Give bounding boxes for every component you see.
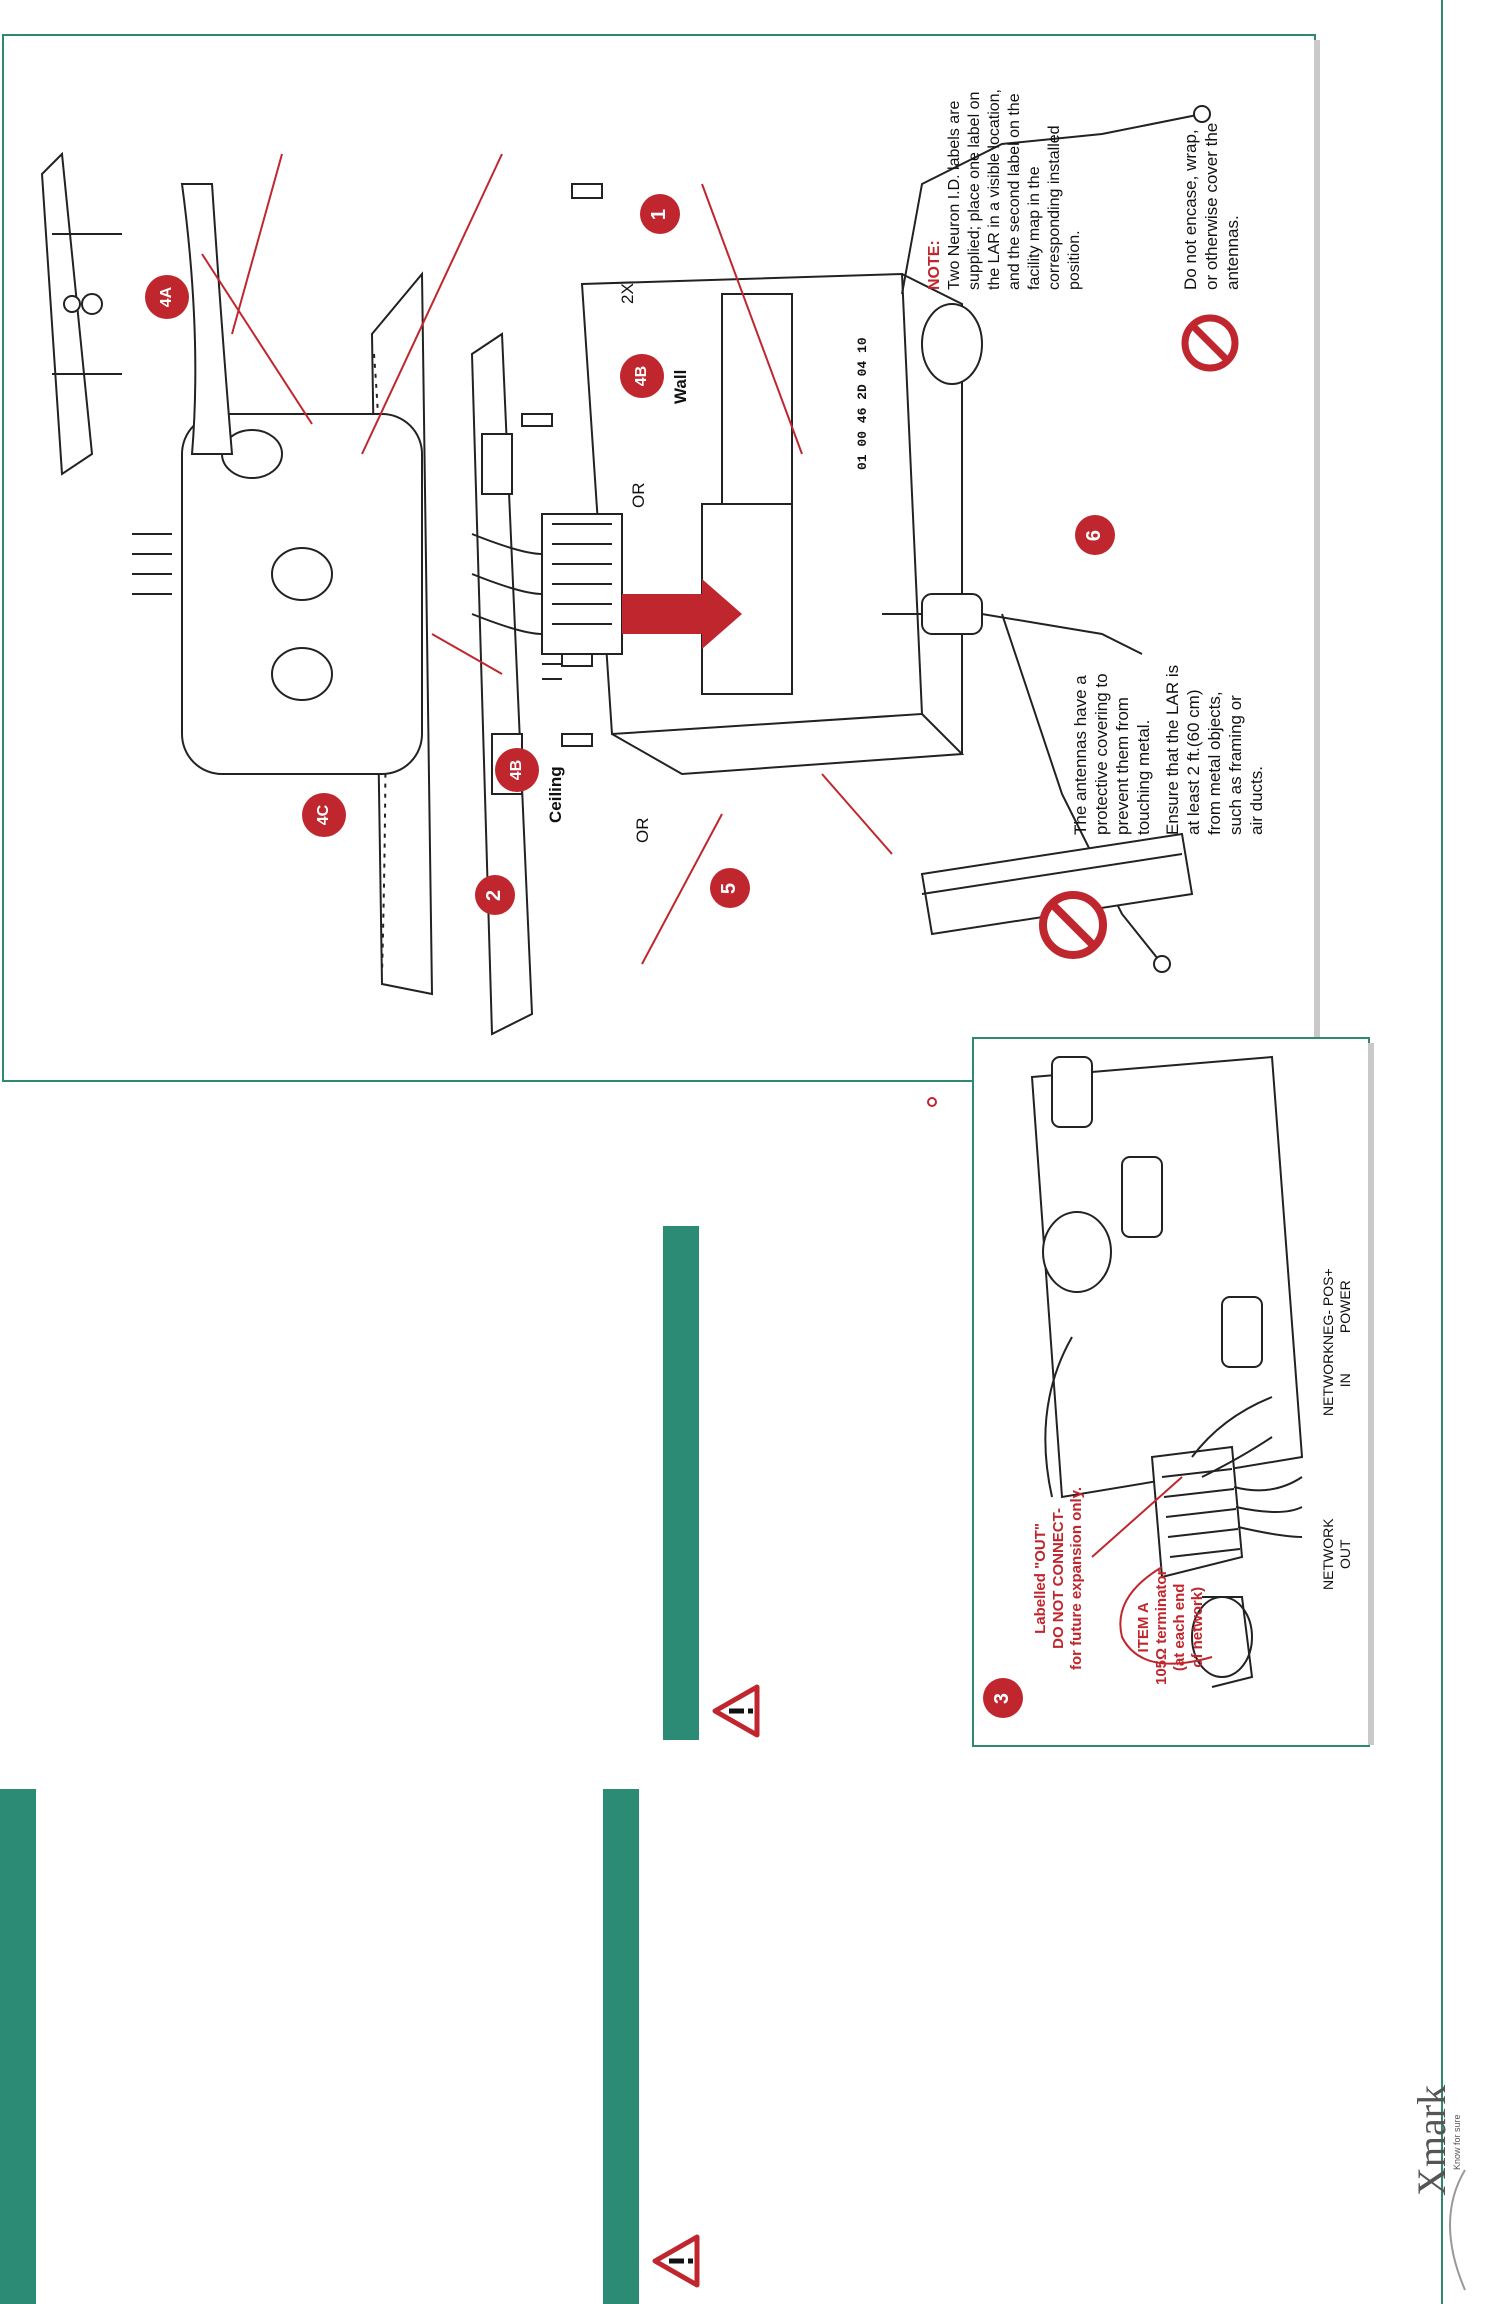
- callout-badge-4a: 4A: [145, 275, 189, 319]
- distance-warning-text: Ensure that the LAR is at least 2 ft.(60…: [1162, 665, 1267, 835]
- callout-badge-2: 2: [475, 875, 515, 915]
- inset-warning-line-3: for future expansion only.: [1068, 1486, 1085, 1670]
- note-line-4: and the second label on the: [1006, 93, 1023, 290]
- note-line-6: corresponding installed: [1046, 125, 1063, 290]
- or-label-bottom: OR: [633, 817, 652, 844]
- distance-line-2: at least 2 ft.(60 cm): [1184, 689, 1203, 836]
- distance-line-3: from metal objects,: [1205, 691, 1224, 835]
- warning-triangle-icon: [652, 2234, 700, 2288]
- no-metal-contact-icon: [1039, 891, 1107, 959]
- no-encase-line-1: Do not encase, wrap,: [1181, 129, 1200, 290]
- network-out-line-1: NETWORK: [1320, 1518, 1336, 1590]
- terminator-item-text: ITEM A 105Ω terminator (at each end of n…: [1135, 1570, 1207, 1685]
- network-in-label: NETWORK IN: [1320, 1344, 1354, 1416]
- covering-line-4: touching metal.: [1134, 719, 1153, 835]
- inset-shadow: [1368, 1043, 1374, 1745]
- ceiling-label: Ceiling: [546, 766, 565, 823]
- inset-warning-line-2: DO NOT CONNECT-: [1050, 1508, 1067, 1649]
- inset-warning-line-1: Labelled "OUT": [1032, 1523, 1049, 1634]
- note-line-2: supplied; place one label on: [966, 91, 983, 290]
- inset-warning-text: Labelled "OUT" DO NOT CONNECT- for futur…: [1032, 1487, 1086, 1670]
- note-title: NOTE:: [926, 240, 943, 290]
- section-bar-bottom-right: [603, 1789, 639, 2304]
- neuron-id-label: 01 00 46 2D 04 10: [855, 337, 870, 470]
- note-line-1: Two Neuron I.D. labels are: [946, 100, 963, 290]
- no-encase-line-3: antennas.: [1223, 215, 1242, 290]
- note-line-3: the LAR in a visible location,: [986, 89, 1003, 290]
- callout-badge-4c: 4C: [302, 793, 346, 837]
- section-bar-middle: [663, 1226, 699, 1740]
- callout-badge-1: 1: [640, 194, 680, 234]
- network-in-line-2: IN: [1337, 1373, 1353, 1388]
- brand-name: Xmark: [1409, 2084, 1454, 2196]
- callout-badge-6: 6: [1075, 515, 1115, 555]
- callout-badge-5: 5: [710, 868, 750, 908]
- note-line-5: facility map in the: [1026, 166, 1043, 290]
- or-label-top: OR: [629, 482, 648, 509]
- antenna-covering-text: The antennas have a protective covering …: [1070, 673, 1154, 835]
- section-bar-bottom-left: [0, 1789, 36, 2304]
- distance-line-4: such as framing or: [1226, 695, 1245, 835]
- quantity-2x-label: 2X: [618, 283, 637, 304]
- brand-tagline: Know for sure: [1452, 2114, 1462, 2170]
- wall-label: Wall: [671, 369, 690, 404]
- power-line-2: POWER: [1337, 1280, 1353, 1334]
- brand-logo-swoosh: [1449, 2169, 1466, 2291]
- lar-exploded-illustration: [40, 105, 1211, 1107]
- distance-line-5: air ducts.: [1247, 766, 1266, 835]
- warning-triangle-icon: [712, 1684, 760, 1738]
- item-line-4: of network): [1189, 1586, 1206, 1668]
- wiring-inset-illustration: [1030, 1055, 1304, 1688]
- covering-line-2: protective covering to: [1092, 673, 1111, 835]
- covering-line-3: prevent them from: [1113, 697, 1132, 835]
- brand-logo: Xmark: [1408, 2085, 1455, 2196]
- distance-line-1: Ensure that the LAR is: [1163, 664, 1182, 835]
- no-encase-text: Do not encase, wrap, or otherwise cover …: [1180, 123, 1243, 290]
- callout-badge-3: 3: [983, 1678, 1023, 1718]
- network-in-line-1: NETWORK: [1320, 1344, 1336, 1416]
- covering-line-1: The antennas have a: [1071, 675, 1090, 835]
- network-out-label: NETWORK OUT: [1320, 1518, 1354, 1590]
- no-encase-icon: [1181, 314, 1239, 372]
- item-line-3: (at each end: [1171, 1583, 1188, 1672]
- power-label: NEG- POS+ POWER: [1320, 1268, 1354, 1345]
- network-out-line-2: OUT: [1337, 1539, 1353, 1569]
- item-line-2: 105Ω terminator: [1153, 1569, 1170, 1685]
- power-line-1: NEG- POS+: [1320, 1268, 1336, 1345]
- note-block: NOTE: Two Neuron I.D. labels are supplie…: [925, 89, 1085, 290]
- item-line-1: ITEM A: [1135, 1602, 1152, 1653]
- note-line-7: position.: [1066, 230, 1083, 290]
- page-edge-rule: [1441, 0, 1443, 2304]
- callout-badge-4b-wall: 4B: [620, 354, 664, 398]
- panel-shadow: [1314, 40, 1320, 1080]
- brand-logo-rule: [1441, 2060, 1443, 2304]
- no-encase-line-2: or otherwise cover the: [1202, 122, 1221, 290]
- callout-badge-4b-ceiling: 4B: [495, 748, 539, 792]
